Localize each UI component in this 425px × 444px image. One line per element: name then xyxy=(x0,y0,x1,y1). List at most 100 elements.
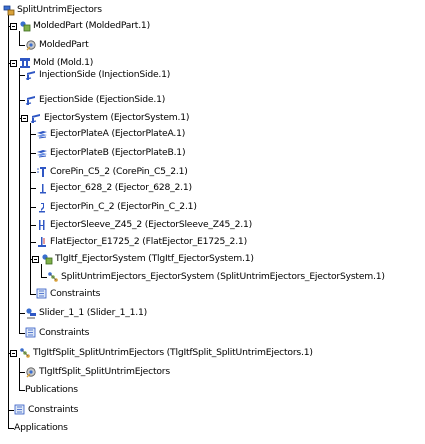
tree-node-label[interactable]: TlgItfSplit_SplitUntrimEjectors xyxy=(39,366,170,377)
tree-node-label[interactable]: SplitUntrimEjectors xyxy=(17,4,102,15)
tree-branch-line xyxy=(19,74,25,76)
tree-node-ejectorpin-c-2-ejectorpin-c-2-1[interactable]: EjectorPin_C_2 (EjectorPin_C_2.1) xyxy=(30,199,197,215)
constraints-icon xyxy=(25,327,36,338)
plate-icon xyxy=(30,114,40,123)
tree-node-tlgitfsplit-splituntrimejectors-tlgitfsplit-splituntrimejectors-1[interactable]: TlgItfSplit_SplitUntrimEjectors (TlgItfS… xyxy=(8,345,313,361)
tree-node-injectionside-injectionside-1[interactable]: InjectionSide (InjectionSide.1) xyxy=(19,67,170,83)
tree-node-tlgitf-ejectorsystem-tlgitf-ejectorsystem-1[interactable]: TlgItf_EjectorSystem (TlgItf_EjectorSyst… xyxy=(30,251,254,267)
tree-branch-line xyxy=(30,241,36,243)
tree-branch-line xyxy=(30,171,36,173)
tree-node-label[interactable]: EjectorPin_C_2 (EjectorPin_C_2.1) xyxy=(50,201,197,212)
tree-branch-line xyxy=(30,224,36,226)
part-icon xyxy=(26,40,36,51)
tree-node-flatejector-e1725-2-flatejector-e1725-2-1[interactable]: FlatEjector_E1725_2 (FlatEjector_E1725_2… xyxy=(30,234,247,250)
tree-node-label[interactable]: MoldedPart xyxy=(39,39,89,50)
tree-node-label[interactable]: Mold (Mold.1) xyxy=(33,57,94,68)
tree-node-slider-1-1-slider-1-1-1[interactable]: Slider_1_1 (Slider_1_1.1) xyxy=(19,305,147,321)
tree-node-label[interactable]: Constraints xyxy=(28,404,79,415)
tree-branch-line xyxy=(19,389,25,391)
interface-icon xyxy=(20,348,30,358)
tree-branch-line xyxy=(19,99,25,101)
tree-connector-line xyxy=(19,358,20,390)
mold-icon xyxy=(20,58,30,68)
tree-connector-line xyxy=(8,15,9,428)
tree-branch-line xyxy=(30,152,36,154)
tree-branch-line xyxy=(41,276,47,278)
tree-node-mold-mold-1[interactable]: Mold (Mold.1) xyxy=(8,55,93,71)
tree-node-applications[interactable]: Applications xyxy=(8,420,68,436)
tree-branch-line xyxy=(30,293,36,295)
tree-node-tlgitfsplit-splituntrimejectors[interactable]: TlgItfSplit_SplitUntrimEjectors xyxy=(19,364,170,380)
tree-node-publications[interactable]: Publications xyxy=(19,382,78,398)
tree-node-label[interactable]: CorePin_C5_2 (CorePin_C5_2.1) xyxy=(50,166,188,177)
ejector-plate-icon xyxy=(37,131,47,139)
tree-node-corepin-c5-2-corepin-c5-2-1[interactable]: CorePin_C5_2 (CorePin_C5_2.1) xyxy=(30,164,188,180)
collapse-toggle-icon[interactable] xyxy=(32,255,39,263)
component-icon xyxy=(20,21,31,32)
product-icon xyxy=(3,5,15,16)
tree-node-splituntrimejectors-ejectorsystem-splituntrimejectors-ejectorsystem-1[interactable]: SplitUntrimEjectors_EjectorSystem (Split… xyxy=(41,269,385,285)
tree-node-ejectorsleeve-z45-2-ejectorsleeve-z45-2-1[interactable]: EjectorSleeve_Z45_2 (EjectorSleeve_Z45_2… xyxy=(30,217,252,233)
tree-node-constraints[interactable]: Constraints xyxy=(30,286,100,302)
tree-node-label[interactable]: EjectorSleeve_Z45_2 (EjectorSleeve_Z45_2… xyxy=(50,219,252,230)
ejector-pin-icon xyxy=(40,184,46,194)
tree-node-label[interactable]: Applications xyxy=(14,422,68,433)
tree-node-label[interactable]: Slider_1_1 (Slider_1_1.1) xyxy=(39,307,148,318)
tree-node-label[interactable]: InjectionSide (InjectionSide.1) xyxy=(39,69,171,80)
tree-node-label[interactable]: EjectorPlateB (EjectorPlateB.1) xyxy=(50,147,186,158)
slider-icon xyxy=(26,308,36,319)
tree-node-label[interactable]: FlatEjector_E1725_2 (FlatEjector_E1725_2… xyxy=(50,236,247,247)
interface-icon xyxy=(48,272,58,282)
tree-node-moldedpart-moldedpart-1[interactable]: MoldedPart (MoldedPart.1) xyxy=(8,18,150,34)
tree-branch-line xyxy=(19,332,25,334)
tree-connector-line xyxy=(41,264,42,277)
tree-connector-line xyxy=(30,123,31,294)
tree-branch-line xyxy=(30,206,36,208)
component-icon xyxy=(42,254,53,265)
tree-node-splituntrimejectors[interactable]: SplitUntrimEjectors xyxy=(3,2,102,18)
tree-connector-line xyxy=(19,31,20,45)
tree-node-label[interactable]: Constraints xyxy=(39,327,90,338)
tree-branch-line xyxy=(19,312,25,314)
tree-node-label[interactable]: EjectorPlateA (EjectorPlateA.1) xyxy=(50,128,186,139)
tree-node-label[interactable]: EjectorSystem (EjectorSystem.1) xyxy=(44,112,190,123)
tree-node-constraints[interactable]: Constraints xyxy=(19,325,89,341)
tree-node-ejectorplateb-ejectorplateb-1[interactable]: EjectorPlateB (EjectorPlateB.1) xyxy=(30,145,186,161)
tree-node-ejectorsystem-ejectorsystem-1[interactable]: EjectorSystem (EjectorSystem.1) xyxy=(19,110,190,126)
tree-node-label[interactable]: SplitUntrimEjectors_EjectorSystem (Split… xyxy=(61,271,385,282)
tree-node-label[interactable]: Constraints xyxy=(50,288,101,299)
flat-ejector-icon xyxy=(38,237,46,247)
constraints-icon xyxy=(36,288,47,299)
tree-branch-line xyxy=(8,427,14,429)
collapse-toggle-icon[interactable] xyxy=(10,349,17,357)
ejector-plate-icon xyxy=(37,150,47,158)
collapse-toggle-icon[interactable] xyxy=(10,59,17,67)
tree-node-label[interactable]: MoldedPart (MoldedPart.1) xyxy=(33,20,150,31)
tree-node-constraints[interactable]: Constraints xyxy=(8,402,78,418)
tree-node-ejector-628-2-ejector-628-2-1[interactable]: Ejector_628_2 (Ejector_628_2.1) xyxy=(30,180,192,196)
tree-node-label[interactable]: Ejector_628_2 (Ejector_628_2.1) xyxy=(50,182,192,193)
ejector-pin-c-icon xyxy=(39,203,45,213)
collapse-toggle-icon[interactable] xyxy=(21,114,28,122)
tree-node-label[interactable]: EjectionSide (EjectionSide.1) xyxy=(39,94,166,105)
tree-branch-line xyxy=(30,187,36,189)
tree-node-label[interactable]: TlgItf_EjectorSystem (TlgItf_EjectorSyst… xyxy=(55,253,254,264)
plate-icon xyxy=(25,71,35,80)
tree-node-moldedpart[interactable]: MoldedPart xyxy=(19,37,89,53)
core-pin-icon xyxy=(37,167,46,177)
sleeve-icon xyxy=(39,220,45,230)
tree-connector-line xyxy=(19,68,20,333)
tree-node-label[interactable]: Publications xyxy=(25,384,78,395)
collapse-toggle-icon[interactable] xyxy=(10,22,17,30)
tree-branch-line xyxy=(8,409,14,411)
part-icon xyxy=(26,367,36,378)
tree-node-label[interactable]: TlgItfSplit_SplitUntrimEjectors (TlgItfS… xyxy=(33,347,313,358)
tree-branch-line xyxy=(19,371,25,373)
tree-node-ejectionside-ejectionside-1[interactable]: EjectionSide (EjectionSide.1) xyxy=(19,92,165,108)
plate-icon xyxy=(25,96,35,105)
constraints-icon xyxy=(14,404,25,415)
tree-branch-line xyxy=(30,133,36,135)
tree-branch-line xyxy=(19,44,25,46)
tree-node-ejectorplatea-ejectorplatea-1[interactable]: EjectorPlateA (EjectorPlateA.1) xyxy=(30,126,185,142)
